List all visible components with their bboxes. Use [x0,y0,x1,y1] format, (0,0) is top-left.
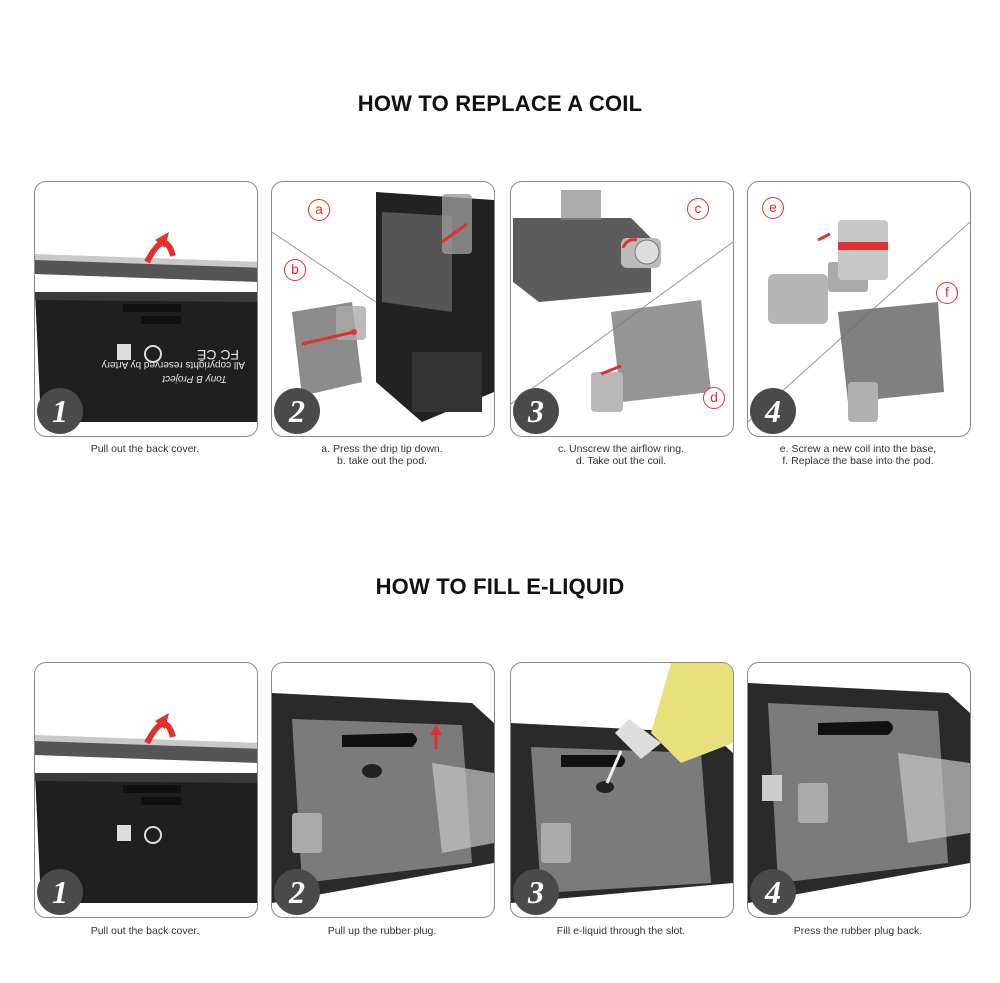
step-card-3: c d 3 [510,181,734,437]
caption-line: Pull up the rubber plug. [327,925,437,937]
device-back-cover-illustration: All copyrights reserved by Artery Tony B… [35,232,257,422]
caption-line: Fill e-liquid through the slot. [556,925,686,937]
caption-line: d. Take out the coil. [575,455,667,467]
step-number-badge: 2 [274,388,320,434]
device-label-copyright: All copyrights reserved by Artery [102,359,245,370]
marker-a-icon: a [308,199,330,221]
step-caption: c. Unscrew the airflow ring. d. Take out… [501,443,741,467]
press-plug-illustration [748,683,970,903]
marker-c-icon: c [687,198,709,220]
caption-line: a. Press the drip tip down. [321,443,443,455]
fill-liquid-illustration [511,663,733,903]
step-caption: a. Press the drip tip down. b. take out … [262,443,502,467]
coil-removal-illustration [511,190,733,412]
section-title: HOW TO REPLACE A COIL [357,91,643,116]
step-number-badge: 1 [37,869,83,915]
step-number-badge: 4 [750,869,796,915]
caption-line: Pull out the back cover. [90,443,200,455]
caption-line: Press the rubber plug back. [793,925,923,937]
rubber-plug-illustration [272,693,494,903]
marker-e-icon: e [762,197,784,219]
step-card-4: 4 [747,662,971,918]
caption-line: c. Unscrew the airflow ring. [557,443,685,455]
marker-b-icon: b [284,259,306,281]
step-caption: e. Screw a new coil into the base, f. Re… [738,443,978,467]
step-number-badge: 3 [513,869,559,915]
marker-d-icon: d [703,387,725,409]
marker-f-icon: f [936,282,958,304]
section-title: HOW TO FILL E-LIQUID [375,574,625,599]
step-caption: Pull up the rubber plug. [262,925,502,937]
device-back-cover-illustration [35,713,257,903]
device-label-marks: FC CE [197,347,239,363]
caption-line: b. take out the pod. [337,455,427,467]
pod-removal-illustration [272,192,494,422]
caption-line: e. Screw a new coil into the base, [779,443,937,455]
caption-line: Pull out the back cover. [90,925,200,937]
step-number-badge: 3 [513,388,559,434]
step-card-2: 2 [271,662,495,918]
coil-install-illustration [748,220,970,423]
step-card-2: a b 2 [271,181,495,437]
step-caption: Pull out the back cover. [25,925,265,937]
step-number-badge: 4 [750,388,796,434]
step-card-1: All copyrights reserved by Artery Tony B… [34,181,258,437]
step-number-badge: 2 [274,869,320,915]
step-number-badge: 1 [37,388,83,434]
step-caption: Fill e-liquid through the slot. [501,925,741,937]
step-caption: Pull out the back cover. [25,443,265,455]
caption-line: f. Replace the base into the pod. [782,455,934,467]
step-card-1: 1 [34,662,258,918]
device-label-brand: Tony B Project [161,373,227,384]
step-card-4: e f 4 [747,181,971,437]
step-card-3: 3 [510,662,734,918]
step-caption: Press the rubber plug back. [738,925,978,937]
